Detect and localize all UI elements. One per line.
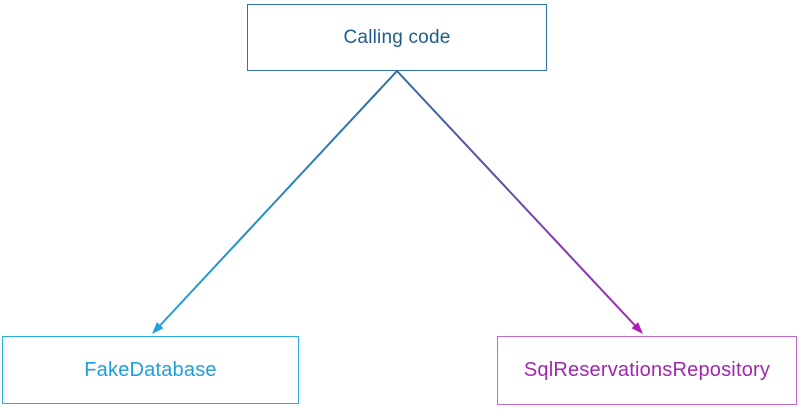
node-sql-reservations-repository: SqlReservationsRepository <box>497 336 797 405</box>
node-calling-code-label: Calling code <box>343 26 451 48</box>
node-fake-database: FakeDatabase <box>2 336 299 404</box>
arrow-right-head-icon <box>631 322 643 334</box>
arrow-left-line <box>159 70 398 327</box>
node-sql-reservations-repository-label: SqlReservationsRepository <box>523 359 771 381</box>
arrow-left-head-icon <box>152 322 164 334</box>
node-fake-database-label: FakeDatabase <box>84 358 217 381</box>
node-calling-code: Calling code <box>247 4 547 71</box>
arrow-right-line <box>396 70 636 327</box>
